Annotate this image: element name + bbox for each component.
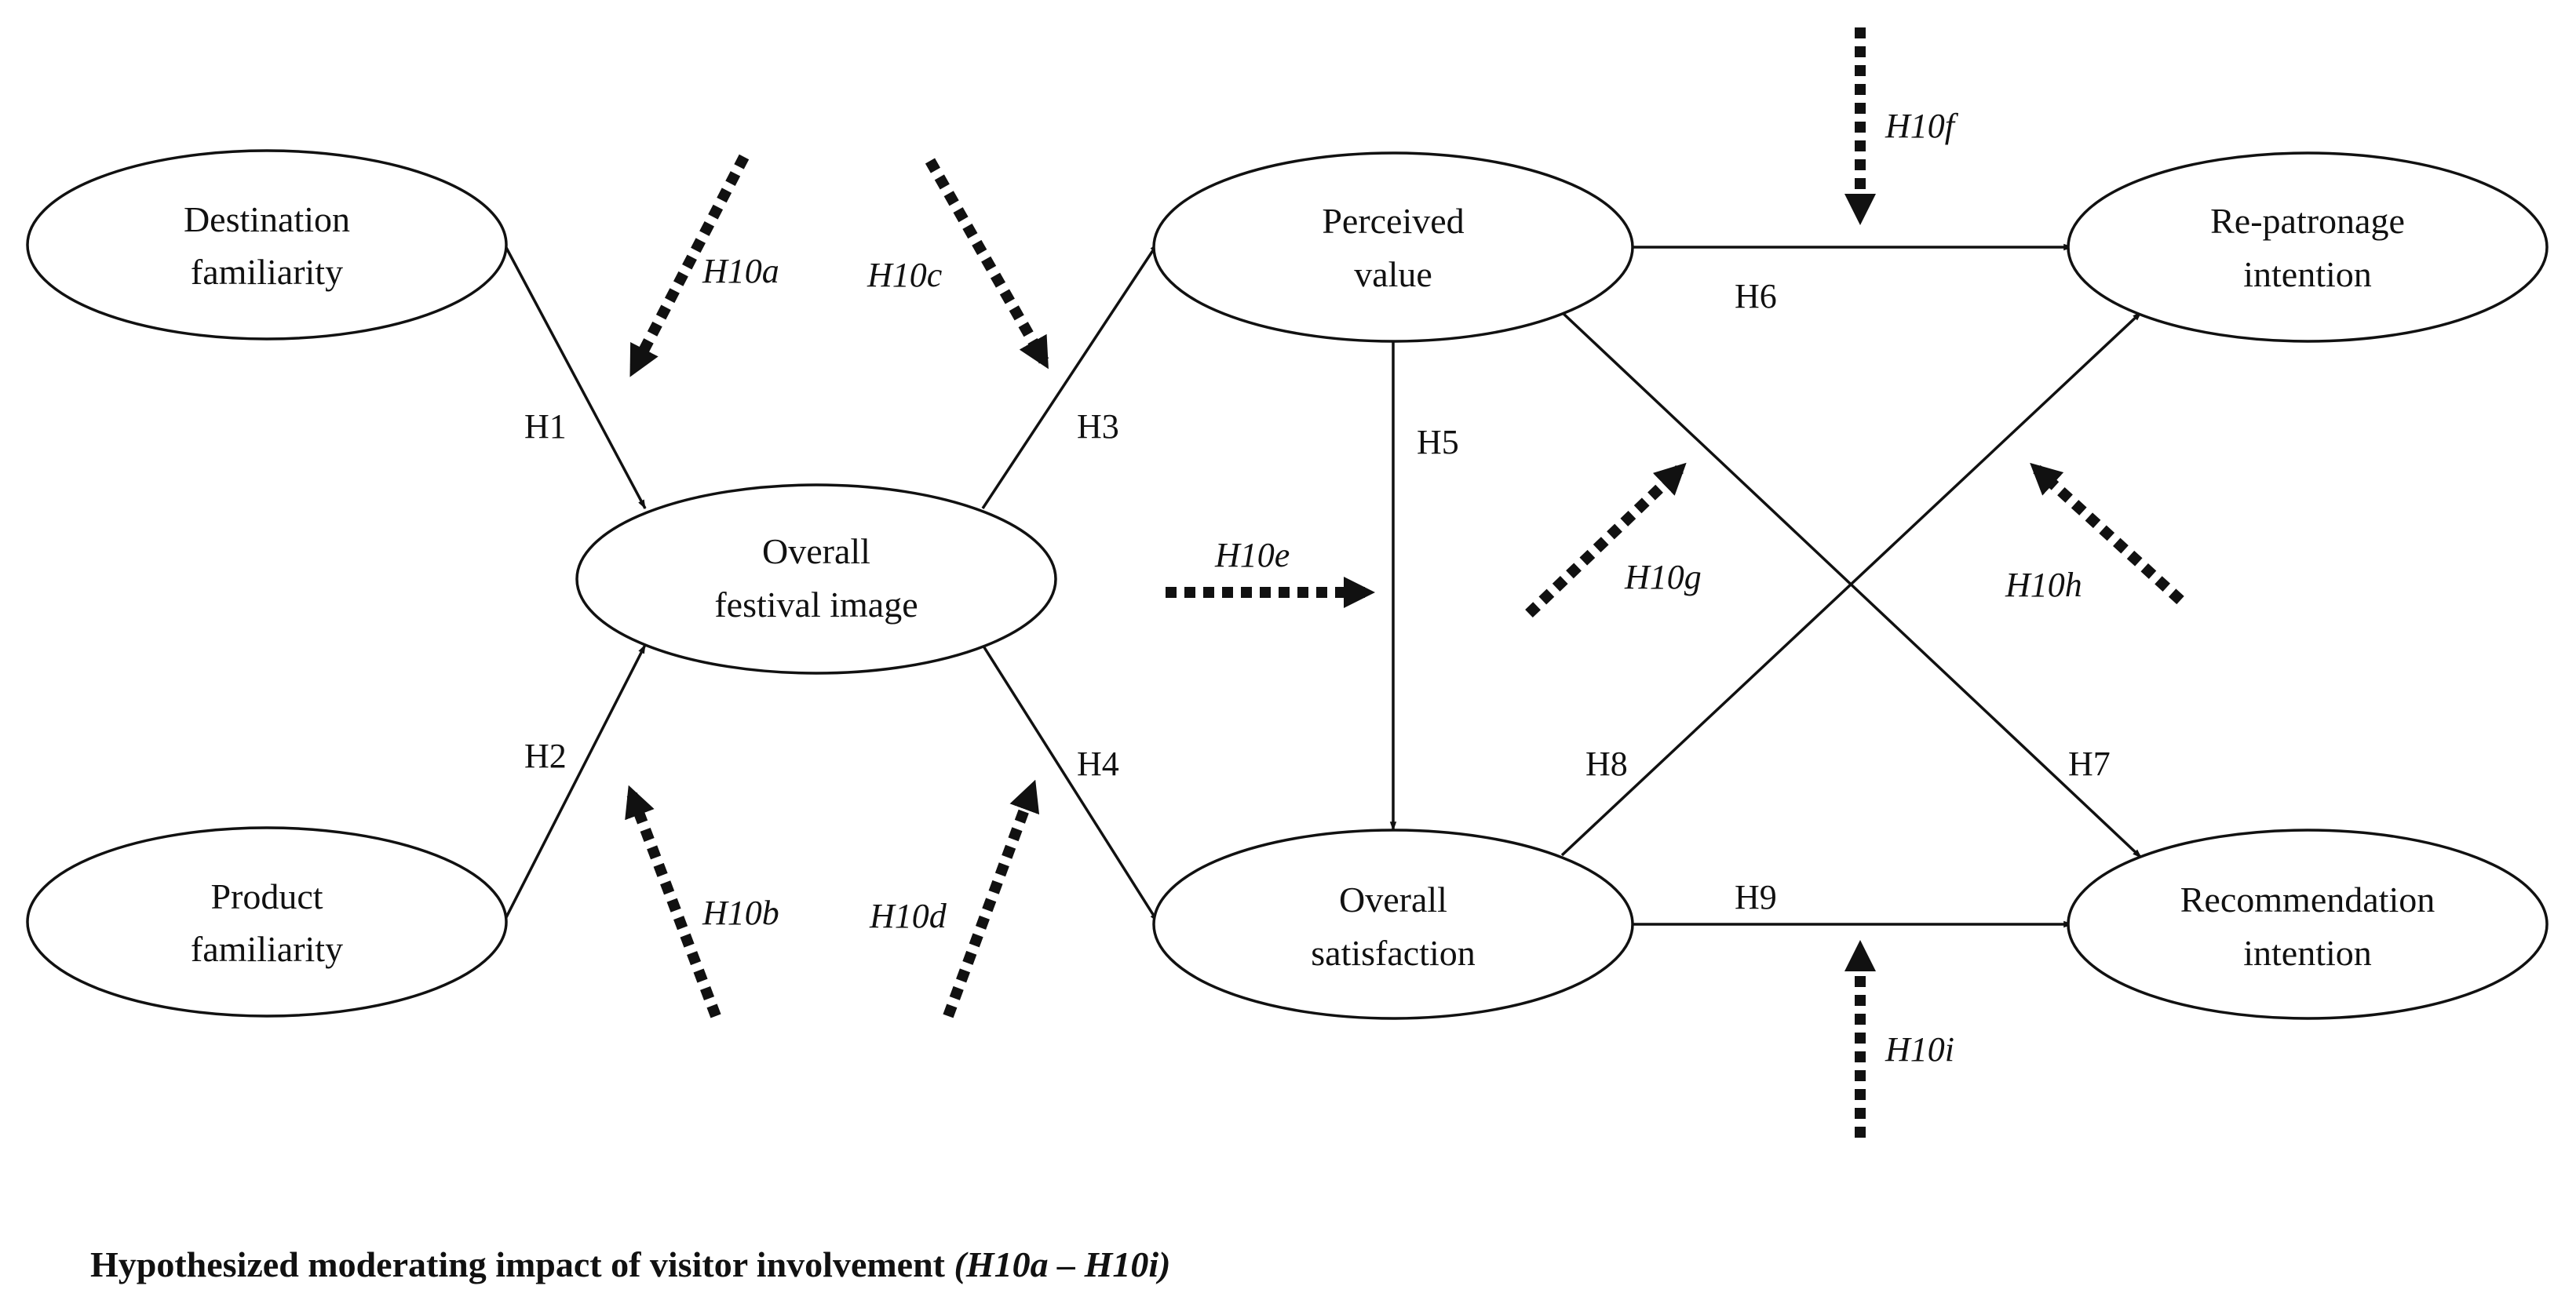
path-h2-arrow — [502, 643, 647, 923]
path-h4-arrow — [981, 644, 1159, 923]
node-label-line2: intention — [2243, 933, 2372, 973]
figure-caption: Hypothesized moderating impact of visito… — [90, 1244, 1170, 1285]
node-label-line1: Re-patronage — [2210, 201, 2405, 241]
node-label-line1: Destination — [184, 199, 350, 239]
moderator-label-h10f: H10f — [1885, 107, 1959, 145]
moderator-label-h10i: H10i — [1885, 1030, 1954, 1069]
hypothesis-label-h5: H5 — [1417, 423, 1459, 461]
moderator-h10a-arrow — [629, 154, 750, 377]
path-h3-arrow — [981, 242, 1159, 509]
node-label-line2: satisfaction — [1311, 933, 1476, 973]
moderator-h10h-arrow — [2030, 462, 2184, 605]
node-label-line1: Product — [210, 876, 323, 916]
moderator-h10g-arrow — [1525, 462, 1687, 618]
node-label-line2: familiarity — [191, 929, 343, 969]
path-h1-arrow — [502, 242, 647, 510]
node-label-line1: Overall — [1339, 880, 1447, 920]
hypothesis-label-h7: H7 — [2068, 745, 2111, 783]
hypothesis-label-h2: H2 — [524, 737, 567, 775]
node-label-line2: intention — [2243, 254, 2372, 294]
node-overall-festival-image: Overall festival image — [575, 483, 1057, 675]
node-label-line1: Overall — [762, 531, 870, 571]
hypothesis-label-h6: H6 — [1735, 277, 1777, 315]
moderator-h10c-arrow — [925, 158, 1049, 370]
hypothesis-label-h9: H9 — [1735, 878, 1777, 916]
node-perceived-value: Perceived value — [1152, 151, 1634, 343]
moderator-label-h10g: H10g — [1624, 558, 1702, 596]
moderator-label-h10c: H10c — [867, 256, 943, 294]
moderator-label-h10d: H10d — [869, 897, 947, 935]
moderator-label-h10e: H10e — [1214, 536, 1290, 574]
caption-main-text: Hypothesized moderating impact of visito… — [90, 1244, 954, 1284]
hypothesis-label-h4: H4 — [1077, 745, 1119, 783]
node-label-line2: value — [1354, 254, 1432, 294]
hypothesis-label-h1: H1 — [524, 407, 567, 446]
node-recommendation-intention: Recommendation intention — [2067, 829, 2549, 1020]
hypothesis-label-h8: H8 — [1585, 745, 1628, 783]
moderator-label-h10h: H10h — [2005, 566, 2082, 604]
node-overall-satisfaction: Overall satisfaction — [1152, 829, 1634, 1020]
moderator-label-h10b: H10b — [702, 894, 779, 932]
node-product-familiarity: Product familiarity — [26, 826, 508, 1018]
node-repatronage-intention: Re-patronage intention — [2067, 151, 2549, 343]
hypothesis-label-h3: H3 — [1077, 407, 1119, 446]
node-destination-familiarity: Destination familiarity — [26, 149, 508, 341]
node-label-line1: Recommendation — [2180, 880, 2435, 920]
node-label-line2: festival image — [714, 585, 918, 625]
path-h8-arrow — [1560, 311, 2143, 857]
moderator-label-h10a: H10a — [702, 252, 779, 290]
moderator-h10d-arrow — [943, 779, 1040, 1018]
moderator-h10b-arrow — [625, 785, 721, 1018]
node-label-line1: Perceived — [1322, 201, 1464, 241]
node-label-line2: familiarity — [191, 252, 343, 292]
caption-italic-text: (H10a – H10i) — [954, 1244, 1171, 1284]
